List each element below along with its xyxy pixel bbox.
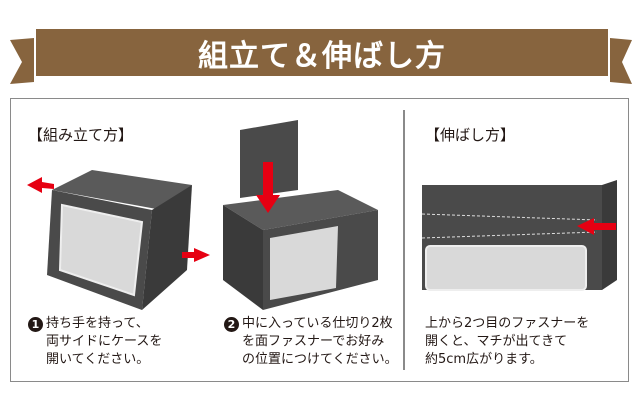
step-text: 持ち手を持って、 [46,316,149,331]
step-text: 開くと、マチが出てきて [425,334,568,349]
step-text: 開いてください。 [46,352,150,367]
banner-right-tail [610,38,632,84]
section-divider [403,110,405,370]
arrow-right-icon [182,248,210,262]
arrow-down-icon [256,162,280,213]
step-text: の位置につけてください。 [242,352,398,367]
step-number-badge: 2 [224,317,239,332]
instructions-panel [10,98,629,382]
step-text: を面ファスナーでお好み [242,334,385,349]
illustration-zipper [422,180,617,291]
arrow-left-icon [27,177,54,193]
step-number-badge: 1 [28,317,43,332]
title-banner: 組立て＆伸ばし方 [36,29,608,76]
assembly-title: 【組み立て方】 [28,126,134,144]
step-text: 中に入っている仕切り2枚 [242,316,393,331]
arrow-left-icon [577,218,616,235]
step-text: 上から2つ目のファスナーを [425,316,590,331]
illustration-open-case [27,170,210,310]
extend-instructions: 上から2つ目のファスナーを 開くと、マチが出てきて 約5cm広がります。 [425,315,589,369]
extend-title: 【伸ばし方】 [425,126,516,144]
step-text: 両サイドにケースを [46,334,163,349]
step-text: 約5cm広がります。 [425,352,543,367]
illustration-dividers [223,120,378,310]
banner-left-tail [10,38,34,84]
page-title: 組立て＆伸ばし方 [198,38,446,74]
